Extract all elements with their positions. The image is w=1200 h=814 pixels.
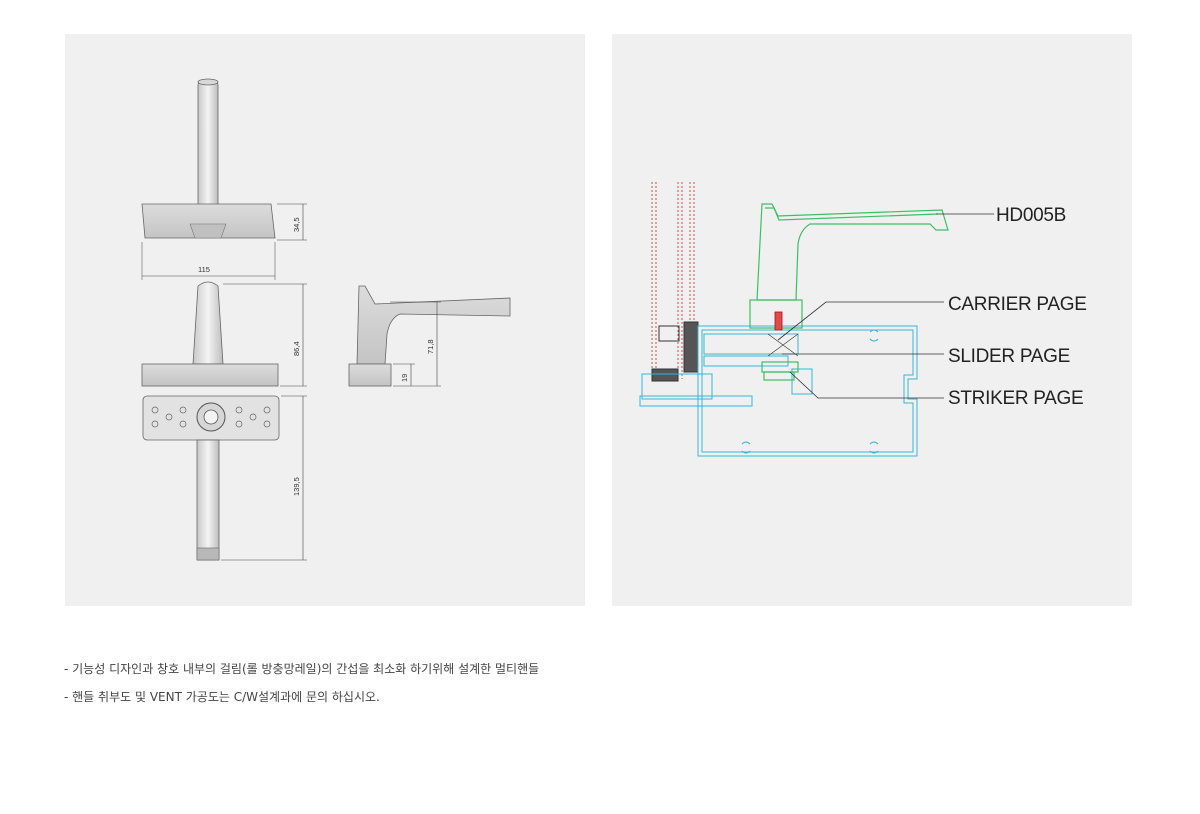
- dim-width-top: 115: [141, 242, 276, 280]
- sash-profile: [651, 182, 699, 382]
- dim-height-top-label: 34,5: [292, 217, 301, 232]
- handle-dimension-drawing-panel: 115 34,5 86,4 71,8: [65, 34, 585, 606]
- note-line: - 기능성 디자인과 창호 내부의 걸림(롤 방충망레일)의 간섭을 최소화 하…: [64, 662, 540, 676]
- dim-handle-length: 139,5: [221, 395, 307, 561]
- label-striker-page: STRIKER PAGE: [948, 388, 1083, 409]
- dim-side: 71,8 19: [390, 301, 441, 387]
- handle-dimension-drawing: 115 34,5 86,4 71,8: [141, 78, 511, 561]
- dim-height-side-total-label: 71,8: [426, 339, 435, 354]
- dim-height-front: 86,4: [223, 283, 307, 387]
- dim-handle-length-label: 139,5: [292, 477, 301, 496]
- installation-section-panel: HD005B CARRIER PAGE SLIDER PAGE STRIKER …: [612, 34, 1132, 606]
- notes: - 기능성 디자인과 창호 내부의 걸림(롤 방충망레일)의 간섭을 최소화 하…: [64, 655, 539, 711]
- label-carrier-page: CARRIER PAGE: [948, 294, 1087, 315]
- back-view: [142, 395, 280, 561]
- side-view: [348, 285, 511, 387]
- top-view: [141, 78, 276, 239]
- label-slider-page: SLIDER PAGE: [948, 346, 1070, 367]
- note-line: - 핸들 취부도 및 VENT 가공도는 C/W설계과에 문의 하십시오.: [64, 690, 380, 704]
- leader-lines: [777, 213, 994, 399]
- front-view: [141, 281, 279, 387]
- dim-width-top-label: 115: [198, 265, 210, 274]
- label-hd005b: HD005B: [996, 205, 1066, 226]
- installation-section-drawing: HD005B CARRIER PAGE SLIDER PAGE STRIKER …: [639, 182, 1087, 457]
- dim-height-front-label: 86,4: [292, 341, 301, 356]
- carrier-cross: [767, 333, 799, 357]
- dim-height-side-base-label: 19: [400, 374, 409, 382]
- carrier-screw: [774, 311, 783, 331]
- handle-profile: [749, 203, 949, 381]
- dim-height-top: 34,5: [277, 203, 307, 241]
- frame-profile: [639, 325, 918, 457]
